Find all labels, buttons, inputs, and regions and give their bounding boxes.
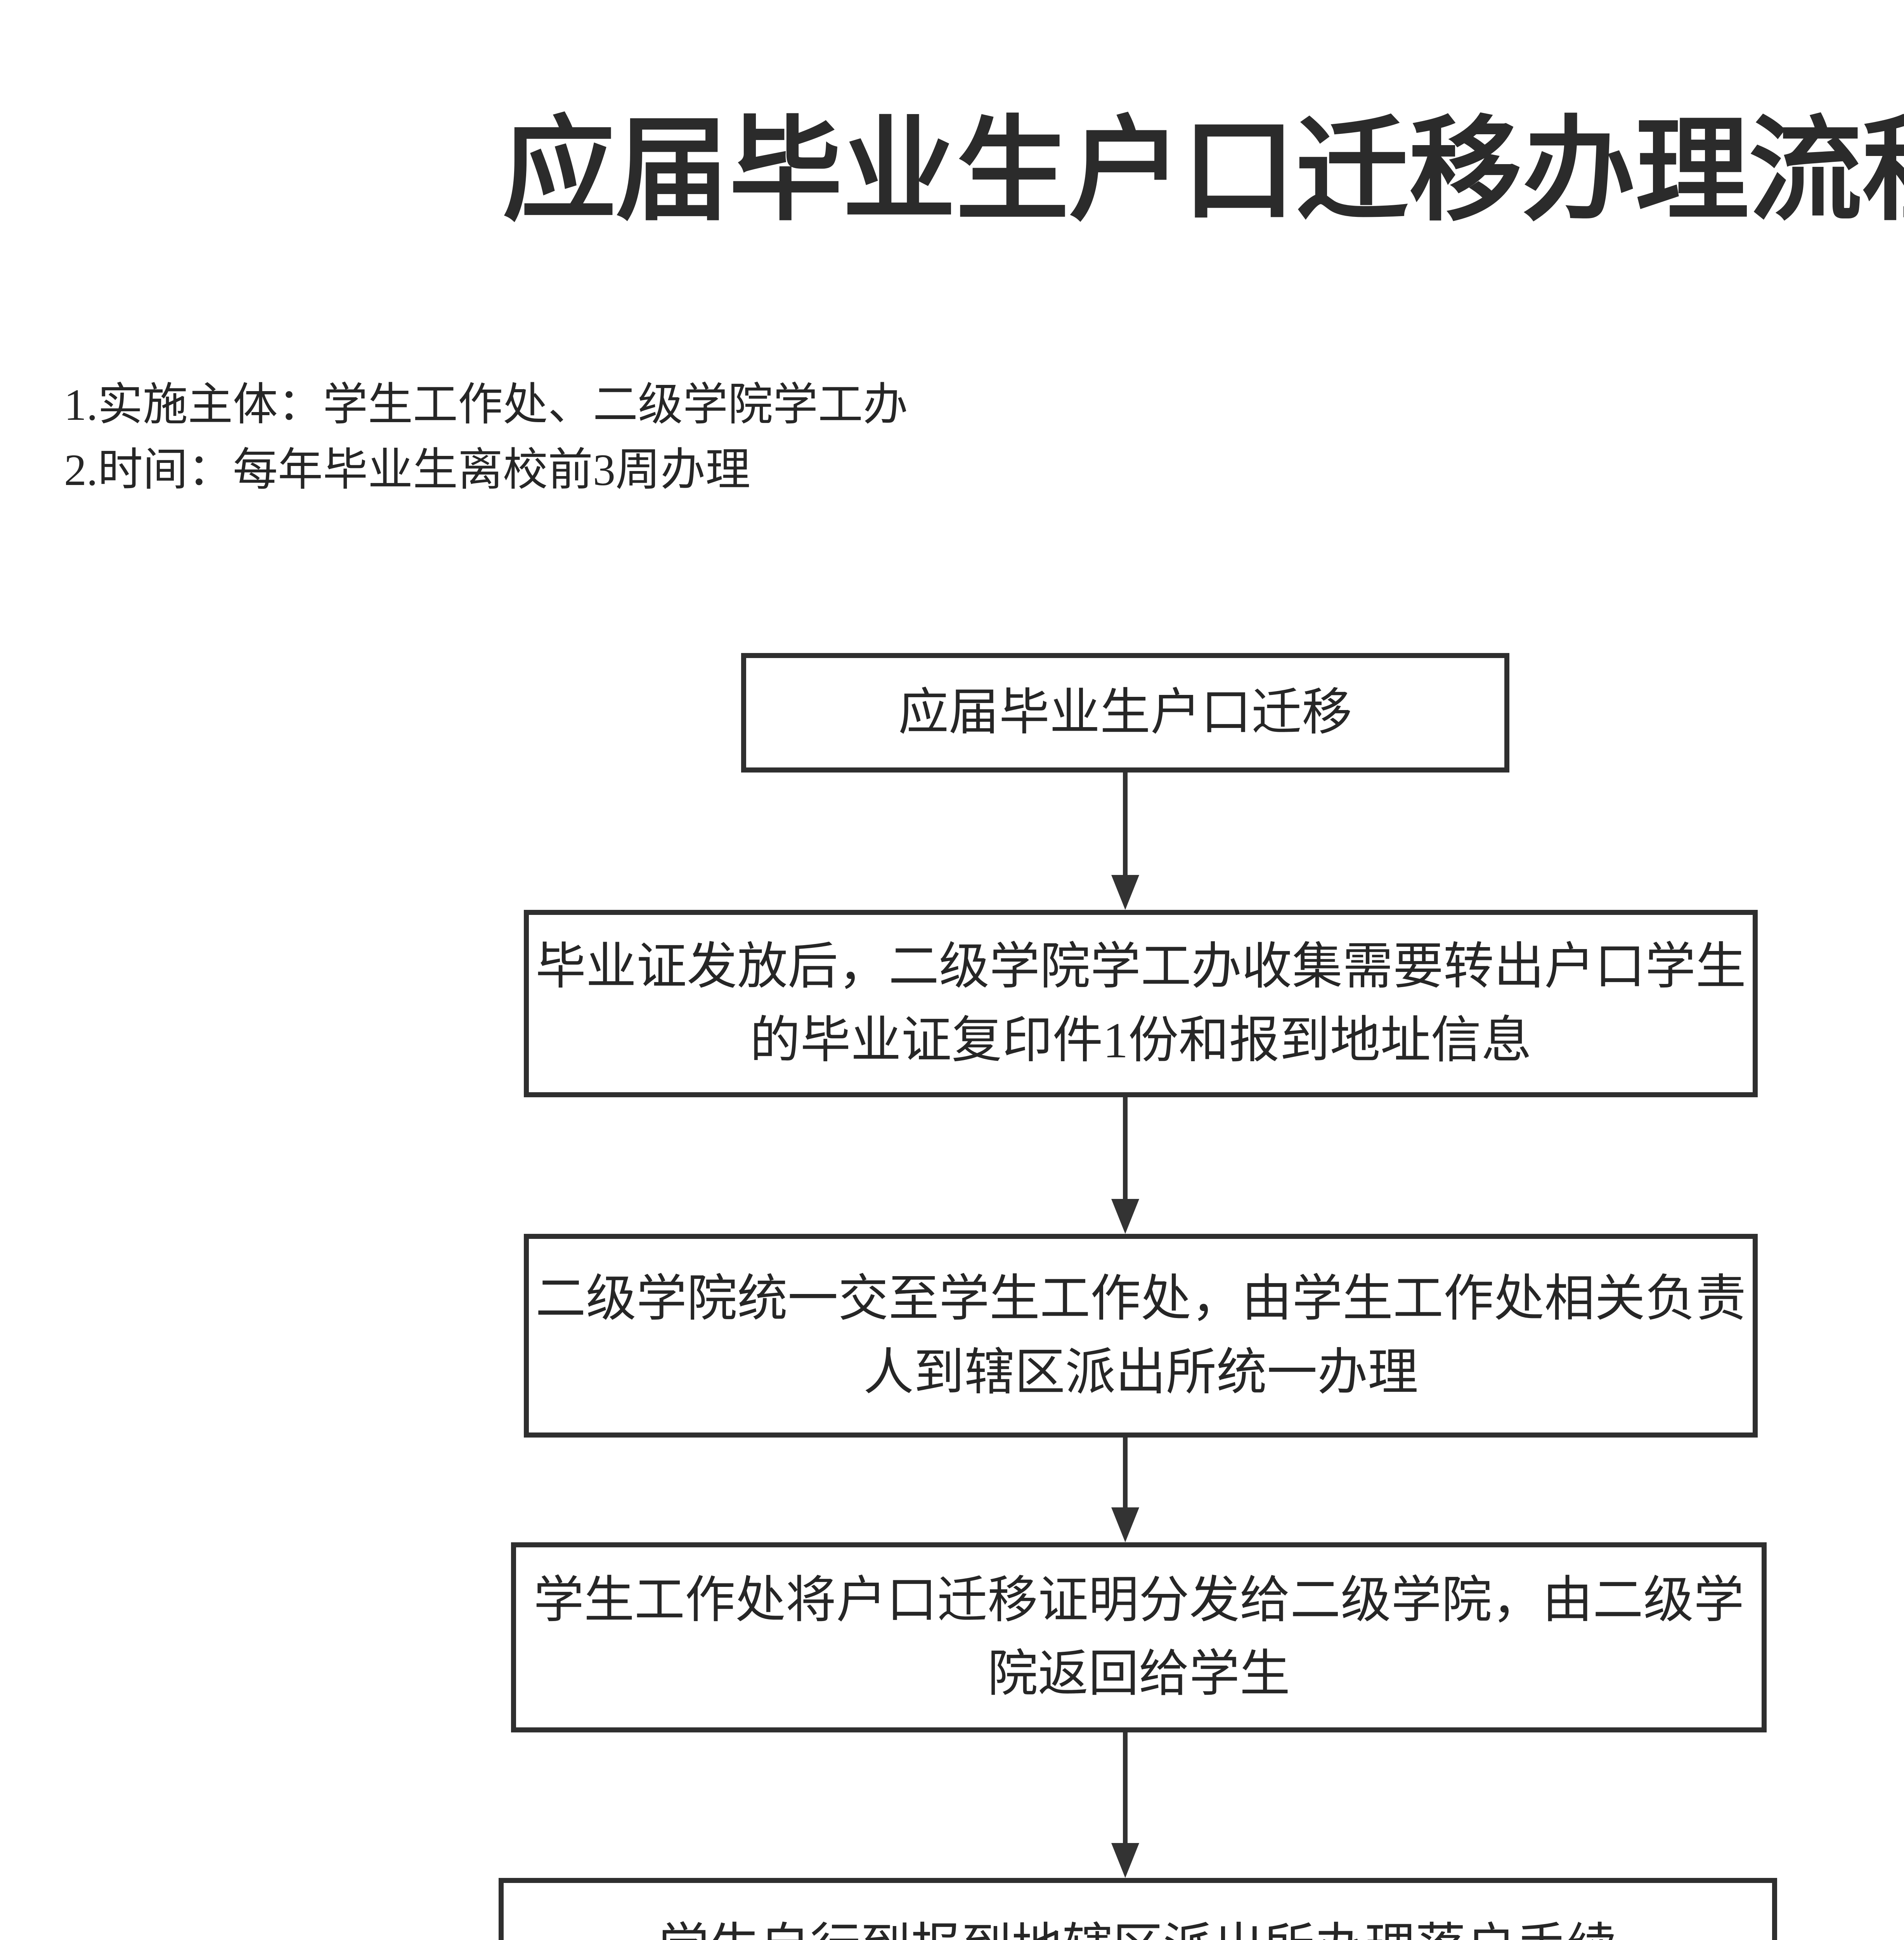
arrow-line	[1123, 1438, 1128, 1519]
down-arrow	[1111, 1732, 1140, 1878]
flow-node-text: 应届毕业生户口迁移	[898, 685, 1352, 741]
arrow-line	[1123, 773, 1128, 887]
flow-node-submit: 二级学院统一交至学生工作处，由学生工作处相关负责 人到辖区派出所统一办理	[524, 1234, 1758, 1438]
flow-node-collect: 毕业证发放后，二级学院学工办收集需要转出户口学生 的毕业证复印件1份和报到地址信…	[524, 910, 1758, 1097]
arrow-head-icon	[1111, 875, 1139, 910]
flow-node-settle: 学生自行到报到地辖区派出所办理落户手续	[499, 1878, 1777, 1940]
arrow-head-icon	[1111, 1843, 1139, 1878]
notes-block: 1.实施主体：学生工作处、二级学院学工办 2.时间：每年毕业生离校前3周办理	[64, 372, 908, 503]
note-implementing-body: 1.实施主体：学生工作处、二级学院学工办	[64, 380, 908, 430]
flow-node-text: 二级学院统一交至学生工作处，由学生工作处相关负责	[535, 1271, 1746, 1327]
flow-node-text: 人到辖区派出所统一办理	[863, 1344, 1418, 1401]
arrow-line	[1123, 1097, 1128, 1211]
down-arrow	[1111, 1097, 1140, 1234]
flow-node-text: 学生工作处将户口迁移证明分发给二级学院，由二级学	[533, 1573, 1744, 1628]
down-arrow	[1111, 773, 1140, 910]
flow-node-text: 学生自行到报到地辖区派出所办理落户手续	[658, 1911, 1617, 1940]
arrow-line	[1123, 1732, 1128, 1855]
arrow-head-icon	[1111, 1507, 1139, 1542]
flow-node-text: 毕业证发放后，二级学院学工办收集需要转出户口学生	[535, 939, 1746, 995]
page-title: 应届毕业生户口迁移办理流程	[502, 109, 1904, 234]
flow-node-text: 院返回给学生	[987, 1646, 1290, 1702]
flow-node-start: 应届毕业生户口迁移	[741, 653, 1509, 773]
note-time: 2.时间：每年毕业生离校前3周办理	[64, 445, 750, 495]
down-arrow	[1111, 1438, 1140, 1542]
flow-node-text: 的毕业证复印件1份和报到地址信息	[750, 1012, 1532, 1069]
flow-node-distribute: 学生工作处将户口迁移证明分发给二级学院，由二级学 院返回给学生	[511, 1542, 1767, 1732]
arrow-head-icon	[1111, 1199, 1139, 1234]
